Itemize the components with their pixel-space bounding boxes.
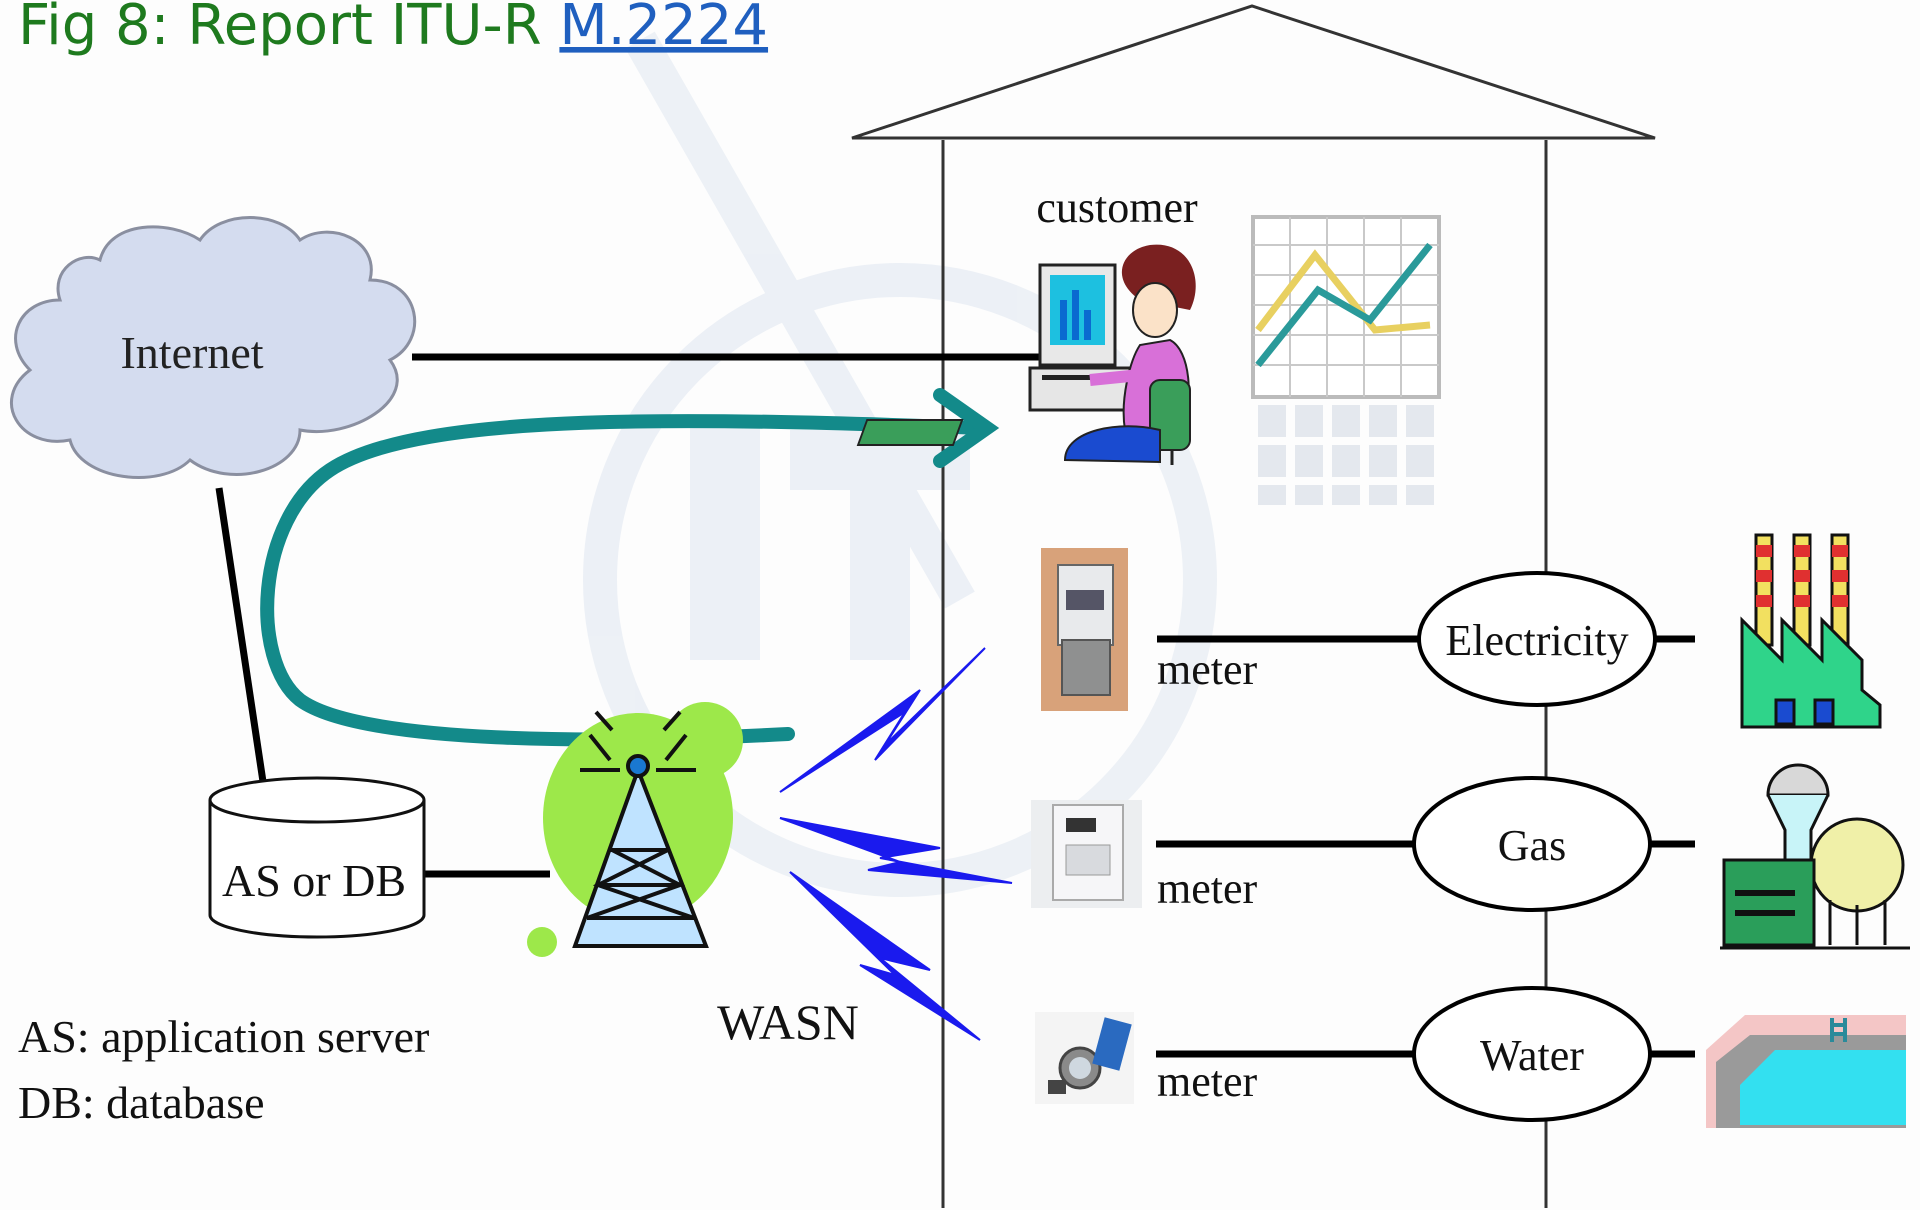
house	[851, 4, 1656, 1208]
connection-lines	[215, 353, 1695, 1058]
wireless-signal-icon	[779, 647, 1013, 1041]
water-label: Water	[1480, 1031, 1584, 1080]
electricity-meter-icon	[1041, 548, 1128, 711]
gas-meter-label: meter	[1157, 864, 1258, 913]
watermark-logo	[583, 31, 1217, 897]
customer-computer-icon	[856, 244, 1196, 465]
line-chart-icon	[1251, 215, 1441, 505]
database-icon	[208, 776, 426, 939]
report-link[interactable]: M.2224	[559, 0, 768, 58]
customer-label: customer	[1036, 183, 1198, 232]
as-or-db-label: AS or DB	[222, 855, 406, 906]
water-meter-label: meter	[1157, 1057, 1258, 1106]
gas-meter-icon	[1031, 800, 1142, 908]
figure-title: Fig 8: Report ITU-R M.2224	[18, 0, 768, 58]
gas-plant-icon	[1720, 763, 1910, 950]
internet-label: Internet	[120, 327, 263, 378]
swimming-pool-icon	[1706, 1015, 1906, 1128]
electricity-meter-label: meter	[1157, 645, 1258, 694]
utility-ellipses	[1412, 571, 1657, 1122]
wasn-tower-icon	[527, 702, 743, 957]
power-plant-icon	[1740, 533, 1882, 729]
gas-label: Gas	[1498, 821, 1566, 870]
legend-as: AS: application server	[18, 1011, 429, 1062]
wasn-label: WASN	[717, 994, 859, 1050]
electricity-label: Electricity	[1445, 616, 1628, 665]
cloud-icon	[10, 216, 417, 479]
data-flow-arrow	[260, 388, 1000, 747]
legend-db: DB: database	[18, 1077, 265, 1128]
water-meter-icon	[1035, 1012, 1134, 1104]
